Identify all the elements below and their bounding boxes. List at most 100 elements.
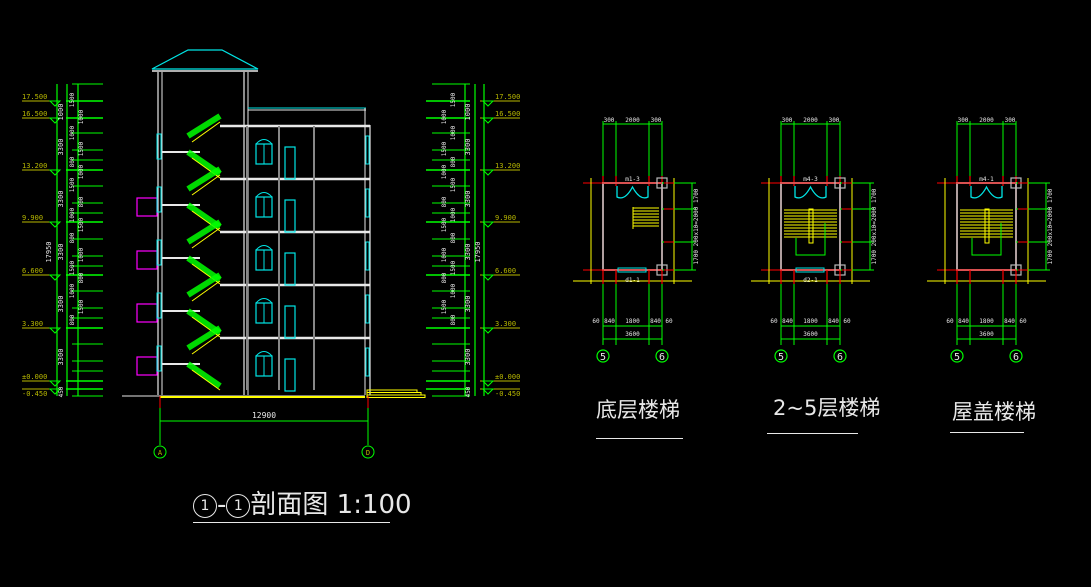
elevation-marker-icon bbox=[481, 169, 495, 176]
detail-dim-text: 1500 bbox=[78, 299, 85, 314]
plan-side-dim-text: 1700 200x10=2000 1700 bbox=[693, 188, 700, 264]
stair-plan-title-1: 底层楼梯 bbox=[596, 398, 680, 422]
axis-label: 6 bbox=[837, 352, 843, 363]
elevation-label: 9.900 bbox=[495, 214, 516, 222]
door-swing bbox=[794, 185, 827, 199]
stair-room-wall bbox=[780, 182, 841, 271]
detail-dim-text: 800 bbox=[78, 272, 85, 283]
plan-dim-text: 300 bbox=[1005, 117, 1016, 124]
plan-dim-text: 840 bbox=[782, 318, 793, 325]
plan-dim-text: 60 bbox=[843, 318, 851, 325]
plan-dim-text: 840 bbox=[604, 318, 615, 325]
plan-dim-text: 60 bbox=[592, 318, 600, 325]
plan-dim-text: 300 bbox=[604, 117, 615, 124]
tower-roof bbox=[151, 49, 259, 70]
window-label: d2-1 bbox=[803, 277, 818, 284]
detail-dim-text: 800 bbox=[441, 272, 448, 283]
total-dim-text: 17950 bbox=[474, 241, 482, 262]
stair-path-line bbox=[971, 223, 1002, 256]
elevation-label: 16.500 bbox=[495, 110, 520, 118]
elevation-marker-icon bbox=[48, 380, 62, 387]
door-swing bbox=[970, 185, 1003, 199]
axis-label: 6 bbox=[659, 352, 665, 363]
arched-window bbox=[255, 139, 273, 145]
detail-dim-text: 1500 bbox=[441, 141, 448, 156]
stair-railing bbox=[186, 272, 222, 336]
plan-dim-text: 840 bbox=[650, 318, 661, 325]
detail-dim-text: 800 bbox=[78, 196, 85, 207]
window bbox=[617, 267, 647, 273]
elevation-label: 17.500 bbox=[495, 93, 520, 101]
side-window bbox=[365, 241, 370, 271]
arched-window bbox=[255, 192, 273, 198]
plan-dim-text: 1800 bbox=[979, 318, 994, 325]
elevation-marker-icon bbox=[481, 388, 495, 395]
detail-dim-text: 1500 bbox=[450, 177, 457, 192]
side-window bbox=[365, 294, 370, 324]
axis-label: 5 bbox=[778, 352, 784, 363]
plan-side-dim-text: 1700 200x10=2000 1700 bbox=[871, 188, 878, 264]
elevation-label: -0.450 bbox=[495, 390, 520, 398]
side-window bbox=[365, 135, 370, 165]
plan-dim-text: 840 bbox=[1004, 318, 1015, 325]
elevation-marker-icon bbox=[481, 117, 495, 124]
stair-plan-underline-3 bbox=[950, 432, 1024, 433]
plan-total-dim-text: 3600 bbox=[979, 331, 994, 338]
plan-dim-text: 840 bbox=[958, 318, 969, 325]
elevation-marker-icon bbox=[481, 100, 495, 107]
floor-dim-text: 3300 bbox=[464, 191, 472, 208]
tower-side-window bbox=[156, 292, 162, 319]
width-dim-text: 12900 bbox=[252, 411, 276, 420]
detail-dim-text: 1000 bbox=[450, 125, 457, 140]
arched-window bbox=[255, 245, 273, 251]
window-label: d1-1 bbox=[625, 277, 640, 284]
detail-dim-text: 1500 bbox=[69, 260, 76, 275]
detail-dim-text: 1000 bbox=[450, 207, 457, 222]
plan-dim-text: 60 bbox=[770, 318, 778, 325]
title-text: 剖面图 1:100 bbox=[250, 490, 412, 520]
elevation-label: 9.900 bbox=[22, 214, 43, 222]
door bbox=[284, 199, 296, 233]
detail-dim-text: 1000 bbox=[441, 247, 448, 262]
total-dim-text: 17950 bbox=[45, 241, 53, 262]
elevation-label: 3.300 bbox=[495, 320, 516, 328]
window bbox=[795, 267, 825, 273]
axis-bubble bbox=[361, 445, 375, 459]
detail-dim-text: 1000 bbox=[441, 109, 448, 124]
door-swing bbox=[616, 185, 649, 199]
plan-dim-text: 60 bbox=[665, 318, 673, 325]
floor-dim-text: 3300 bbox=[57, 296, 65, 313]
balcony bbox=[136, 197, 158, 217]
axis-bubble bbox=[833, 349, 847, 363]
plan-dim-text: 60 bbox=[1019, 318, 1027, 325]
detail-dim-text: 1500 bbox=[441, 299, 448, 314]
elevation-label: ±0.000 bbox=[495, 373, 520, 381]
elevation-label: 13.200 bbox=[22, 162, 47, 170]
plan-dim-text: 300 bbox=[651, 117, 662, 124]
plan-dim-text: 2000 bbox=[979, 117, 994, 124]
axis-bubble bbox=[596, 349, 610, 363]
floor-dim-text: 3300 bbox=[57, 139, 65, 156]
plan-dim-text: 300 bbox=[829, 117, 840, 124]
stair-railing bbox=[186, 113, 222, 177]
detail-dim-text: 1500 bbox=[78, 141, 85, 156]
detail-dim-text: 1500 bbox=[69, 92, 76, 107]
elevation-marker-icon bbox=[481, 380, 495, 387]
balcony bbox=[136, 303, 158, 323]
detail-dim-text: 1000 bbox=[441, 164, 448, 179]
axis-bubble bbox=[153, 445, 167, 459]
elevation-marker-icon bbox=[48, 221, 62, 228]
plan-dim-text: 300 bbox=[782, 117, 793, 124]
elevation-label: 17.500 bbox=[22, 93, 47, 101]
elevation-label: 3.300 bbox=[22, 320, 43, 328]
detail-dim-text: 1000 bbox=[69, 207, 76, 222]
balcony bbox=[136, 250, 158, 270]
stair-railing bbox=[186, 219, 222, 283]
stair-plan-title-2: 2~5层楼梯 bbox=[773, 396, 881, 420]
side-window bbox=[365, 347, 370, 377]
axis-bubble bbox=[774, 349, 788, 363]
detail-dim-text: 800 bbox=[441, 196, 448, 207]
plan-total-dim-text: 3600 bbox=[625, 331, 640, 338]
stair-path-line bbox=[795, 223, 826, 256]
